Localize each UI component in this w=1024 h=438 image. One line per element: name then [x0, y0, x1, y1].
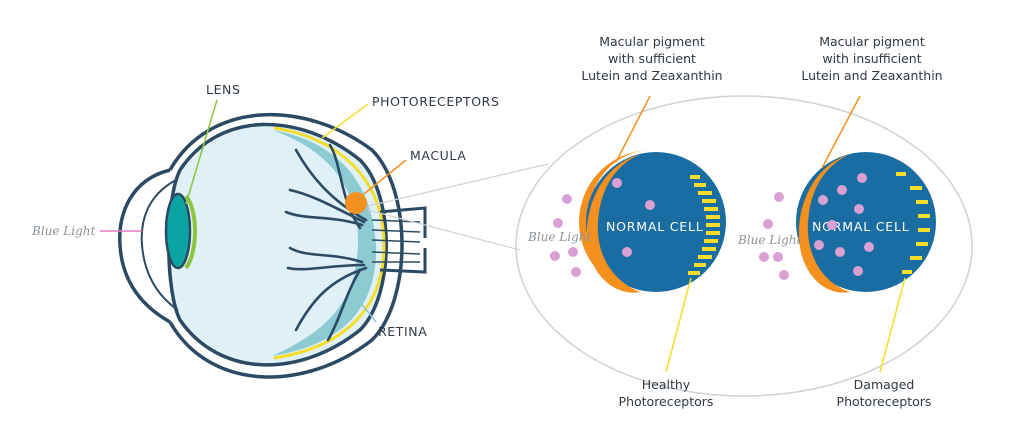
blue-light-dots-inside	[612, 178, 655, 257]
cell-insufficient: NORMAL CELL Blue Light Macular pigment w…	[737, 34, 943, 409]
cell-name: NORMAL CELL	[812, 219, 910, 234]
cornea-inner	[140, 179, 179, 311]
macula	[345, 192, 367, 214]
photoreceptor-caption-2: Photoreceptors	[619, 394, 714, 409]
cell-sufficient: NORMAL CELL Blue Light Macular pigment w…	[527, 34, 726, 409]
pigment-thin	[798, 154, 850, 293]
macula-label: MACULA	[410, 148, 466, 163]
blue-light-dots-inside	[814, 173, 874, 276]
retina-label: RETINA	[378, 324, 427, 339]
sclera-outline	[168, 112, 404, 379]
photoreceptor-bars-healthy	[688, 175, 720, 275]
pigment-thick-front	[586, 154, 640, 293]
cell-body	[586, 152, 726, 292]
retina-layer	[272, 130, 377, 356]
blue-light-dots-outside	[759, 192, 789, 280]
cell-name: NORMAL CELL	[606, 219, 704, 234]
lens-rim	[184, 194, 197, 270]
photoreceptor-leader	[879, 277, 906, 373]
optic-nerve	[371, 206, 427, 274]
zoom-line-top	[367, 163, 549, 207]
magnified-view-outline	[515, 95, 973, 397]
photoreceptors-label: PHOTORECEPTORS	[372, 94, 500, 109]
caption-line-1: Macular pigment	[599, 34, 705, 49]
caption-line-3: Lutein and Zeaxanthin	[801, 68, 942, 83]
eyeball	[167, 122, 388, 367]
retina-leader	[351, 291, 377, 323]
eye-illustration: Blue Light LENS PHOTORECEPTORS MACULA RE…	[31, 82, 549, 379]
zoom-line-bottom	[367, 209, 521, 251]
photoreceptor-leader	[665, 277, 692, 373]
caption-line-2: with insufficient	[822, 51, 921, 66]
blue-light-cell-label: Blue Light	[527, 230, 592, 244]
caption-line-1: Macular pigment	[819, 34, 925, 49]
cell-body	[796, 152, 936, 292]
blue-light-label: Blue Light	[31, 224, 96, 238]
blue-light-cell-label: Blue Light	[737, 233, 802, 247]
caption-line-2: with sufficient	[608, 51, 696, 66]
photoreceptor-caption-1: Damaged	[854, 377, 915, 392]
caption-leader	[615, 95, 651, 163]
lens-leader	[185, 99, 218, 205]
photoreceptor-bars-damaged	[896, 172, 930, 274]
photoreceptor-caption-2: Photoreceptors	[837, 394, 932, 409]
lens	[164, 192, 192, 270]
caption-leader	[821, 95, 861, 169]
caption-line-3: Lutein and Zeaxanthin	[581, 68, 722, 83]
lens-label: LENS	[206, 82, 241, 97]
photoreceptors-leader	[321, 103, 369, 139]
blood-vessels	[284, 143, 368, 342]
macula-leader	[363, 159, 407, 195]
cornea	[118, 168, 171, 324]
blue-light-dots-outside	[550, 194, 581, 277]
photoreceptor-caption-1: Healthy	[642, 377, 691, 392]
